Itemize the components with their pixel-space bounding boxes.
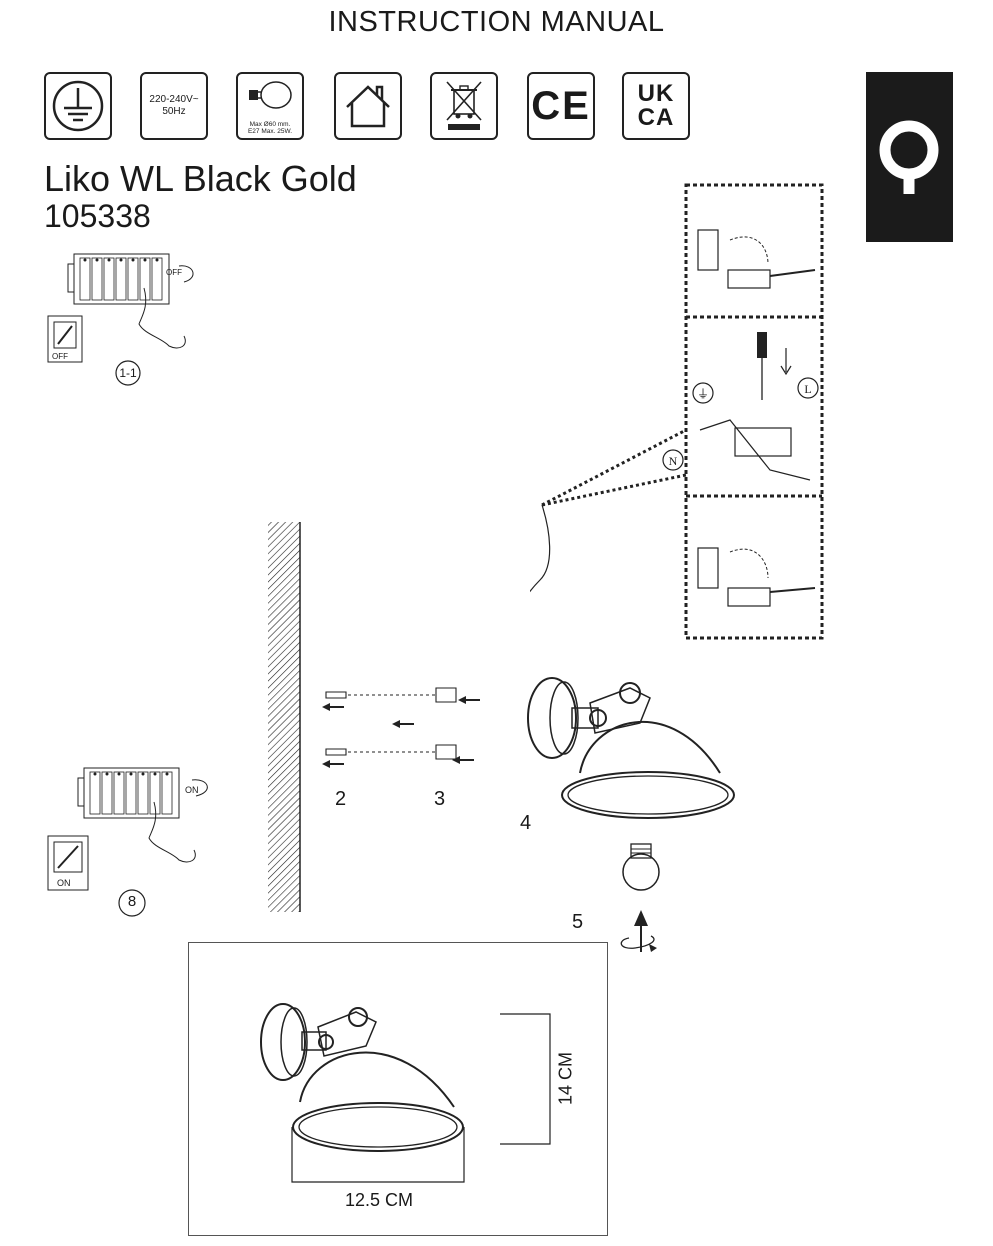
step-8-power-on-illustration [47,767,208,917]
frequency-text: 50Hz [162,106,186,117]
brand-logo-block [866,72,953,242]
step-4-label: 4 [520,812,532,834]
bulb-spec-icon: Max Ø60 mm. E27 Max. 25W. [236,72,304,140]
ukca-mark-icon: UK CA [622,72,690,140]
switch-off-label: OFF [52,352,68,361]
wiring-detail-panel: ⏚ L N [530,183,824,640]
step-1-power-off-illustration [47,253,194,386]
neutral-terminal-label: N [669,454,678,468]
live-terminal-label: L [804,382,811,396]
ukca-line1: UK [637,80,675,107]
dimensions-panel [188,942,608,1236]
weee-bin-icon [430,72,498,140]
dimensions-lamp-illustration [260,1003,551,1183]
breaker-on-label: ON [185,785,199,795]
product-name: Liko WL Black Gold [44,158,357,199]
voltage-icon: 220-240V~ 50Hz [140,72,208,140]
bulb-diameter-text: Max Ø60 mm. [249,121,291,128]
step-1-1-label: 1-1 [119,366,137,380]
bulb-install-illustration [620,843,660,952]
step-5-label: 5 [572,911,584,933]
ce-mark-icon: CE [527,72,595,140]
indoor-use-house-icon [334,72,402,140]
dimension-height-label: 14 CM [555,1052,576,1106]
ce-mark-text: CE [531,83,591,128]
product-code: 105338 [44,198,151,234]
earth-terminal-symbol: ⏚ [697,387,709,401]
screws-and-plugs-illustration [322,687,480,768]
step-8-label: 8 [127,893,137,910]
voltage-text: 220-240V~ [149,94,199,105]
ukca-line2: CA [637,104,675,131]
wall-lamp-illustration [527,677,735,819]
step-3-label: 3 [434,788,446,810]
breaker-off-label: OFF [166,268,182,277]
wall-hatch [268,522,301,912]
manual-title: INSTRUCTION MANUAL [328,6,665,38]
switch-on-label: ON [57,878,71,888]
step-2-label: 2 [335,788,347,810]
dimension-width-label: 12.5 CM [345,1190,414,1210]
earth-ground-icon [44,72,112,140]
bulb-wattage-text: E27 Max. 25W. [247,128,293,135]
brand-logo-icon [879,120,939,194]
